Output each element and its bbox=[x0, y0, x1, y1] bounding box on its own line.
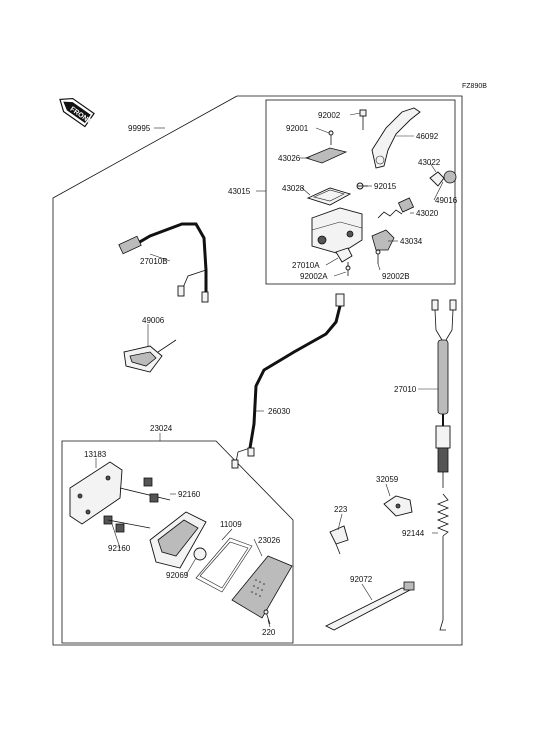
bolt-223 bbox=[329, 525, 349, 555]
label-27010: 27010 bbox=[394, 385, 417, 394]
label-223: 223 bbox=[334, 505, 348, 514]
label-13183: 13183 bbox=[84, 450, 107, 459]
label-32059: 32059 bbox=[376, 475, 399, 484]
taillight-group-box bbox=[61, 440, 294, 644]
front-arrow-icon: FRONT bbox=[59, 97, 95, 128]
bulb-92069 bbox=[193, 547, 207, 561]
switch-43034 bbox=[371, 229, 395, 251]
bracket-49006 bbox=[123, 339, 177, 373]
label-92160-lower: 92160 bbox=[108, 544, 131, 553]
bolt-92002 bbox=[359, 109, 367, 130]
tie-band-92072 bbox=[324, 581, 415, 631]
label-99995: 99995 bbox=[128, 124, 151, 133]
bolts-92160-lower bbox=[103, 515, 151, 533]
screw-92015 bbox=[356, 182, 368, 190]
label-220: 220 bbox=[262, 628, 276, 637]
wire-harness-26030 bbox=[231, 293, 345, 469]
master-cylinder-group-box bbox=[265, 99, 456, 285]
label-11009: 11009 bbox=[220, 520, 242, 529]
screw-92002b bbox=[375, 249, 381, 264]
bolt-92002a bbox=[345, 262, 351, 276]
figure-code: FZ890B bbox=[462, 83, 487, 90]
label-43034: 43034 bbox=[400, 237, 423, 246]
diaphragm bbox=[306, 187, 352, 206]
label-92144: 92144 bbox=[402, 529, 425, 538]
clip-32059 bbox=[383, 495, 413, 517]
label-26030: 26030 bbox=[268, 407, 291, 416]
bracket-13183 bbox=[69, 461, 123, 525]
part-labels: 99995 92002 92001 46092 43026 43022 4302… bbox=[84, 111, 458, 637]
spring-92144 bbox=[436, 493, 450, 631]
label-46092: 46092 bbox=[416, 132, 439, 141]
master-cylinder-body bbox=[311, 207, 363, 255]
lens-23026 bbox=[231, 555, 293, 619]
label-27010A: 27010A bbox=[292, 261, 320, 270]
label-43015: 43015 bbox=[228, 187, 251, 196]
label-23024: 23024 bbox=[150, 424, 173, 433]
gasket-11009 bbox=[195, 537, 253, 593]
label-92160-upper: 92160 bbox=[178, 490, 201, 499]
wire-27010 bbox=[431, 299, 457, 488]
brake-lever bbox=[371, 107, 421, 169]
label-43026: 43026 bbox=[278, 154, 301, 163]
screw-220 bbox=[263, 609, 271, 625]
label-43020: 43020 bbox=[416, 209, 439, 218]
switch-wire-27010b bbox=[118, 222, 209, 303]
label-92069: 92069 bbox=[166, 571, 189, 580]
piston-kit bbox=[377, 197, 415, 219]
pivot-screw bbox=[328, 130, 334, 145]
leader-lines bbox=[95, 112, 444, 628]
cap-49016 bbox=[443, 170, 457, 184]
clamp-27010a bbox=[335, 247, 353, 263]
bolts-92160-upper bbox=[119, 477, 171, 503]
label-92002A: 92002A bbox=[300, 272, 328, 281]
label-92015: 92015 bbox=[374, 182, 397, 191]
label-92002: 92002 bbox=[318, 111, 341, 120]
label-92002B: 92002B bbox=[382, 272, 410, 281]
label-43028: 43028 bbox=[282, 184, 305, 193]
label-23026: 23026 bbox=[258, 536, 281, 545]
label-92072: 92072 bbox=[350, 575, 373, 584]
label-49006: 49006 bbox=[142, 316, 165, 325]
label-27010B: 27010B bbox=[140, 257, 168, 266]
kit-boundary bbox=[52, 95, 463, 646]
label-92001: 92001 bbox=[286, 124, 309, 133]
label-49016: 49016 bbox=[435, 196, 458, 205]
reservoir-cap bbox=[304, 147, 348, 164]
label-43022: 43022 bbox=[418, 158, 441, 167]
lamp-housing bbox=[149, 511, 207, 569]
